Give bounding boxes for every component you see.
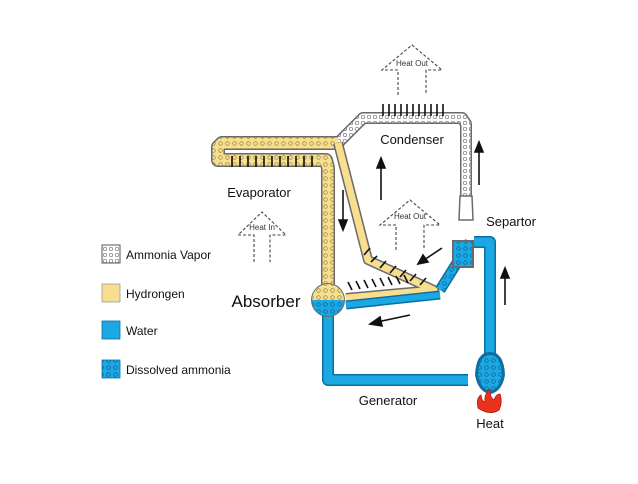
legend-item-water: Water bbox=[101, 320, 158, 340]
legend-label: Dissolved ammonia bbox=[126, 363, 231, 377]
evaporator-fins bbox=[231, 156, 313, 167]
heat-out-mid-arrow bbox=[378, 199, 442, 250]
legend-label: Hydrongen bbox=[126, 287, 185, 301]
heat-in-label: Heat In bbox=[249, 223, 275, 232]
generator-label: Generator bbox=[359, 393, 418, 408]
flow-arrows bbox=[337, 139, 511, 327]
legend-label: Water bbox=[126, 324, 158, 338]
heat-out-mid-label: Heat Out bbox=[394, 212, 427, 221]
condenser-label: Condenser bbox=[380, 132, 444, 147]
absorber-fins bbox=[347, 247, 427, 291]
flame-icon bbox=[477, 388, 502, 413]
legend-item-ammonia-vapor: Ammonia Vapor bbox=[101, 244, 211, 264]
absorber-vessel bbox=[311, 283, 345, 317]
legend-item-hydrogen: Hydrongen bbox=[101, 283, 185, 303]
heat-in-arrow bbox=[236, 211, 288, 262]
heat-out-top-arrow bbox=[380, 44, 444, 95]
heat-out-top-label: Heat Out bbox=[396, 59, 429, 68]
legend: Ammonia Vapor Hydrongen Water Dissolved … bbox=[101, 244, 231, 379]
condenser-fins bbox=[382, 104, 444, 116]
legend-label: Ammonia Vapor bbox=[126, 248, 211, 262]
separator-vessel bbox=[452, 240, 474, 268]
condenser-pipe bbox=[333, 112, 474, 221]
legend-item-dissolved-ammonia: Dissolved ammonia bbox=[101, 359, 231, 379]
separator-label: Separtor bbox=[486, 214, 537, 229]
evaporator-label: Evaporator bbox=[227, 185, 291, 200]
absorber-label: Absorber bbox=[232, 292, 301, 311]
generator-vessel bbox=[475, 352, 505, 394]
heat-label: Heat bbox=[476, 416, 504, 431]
